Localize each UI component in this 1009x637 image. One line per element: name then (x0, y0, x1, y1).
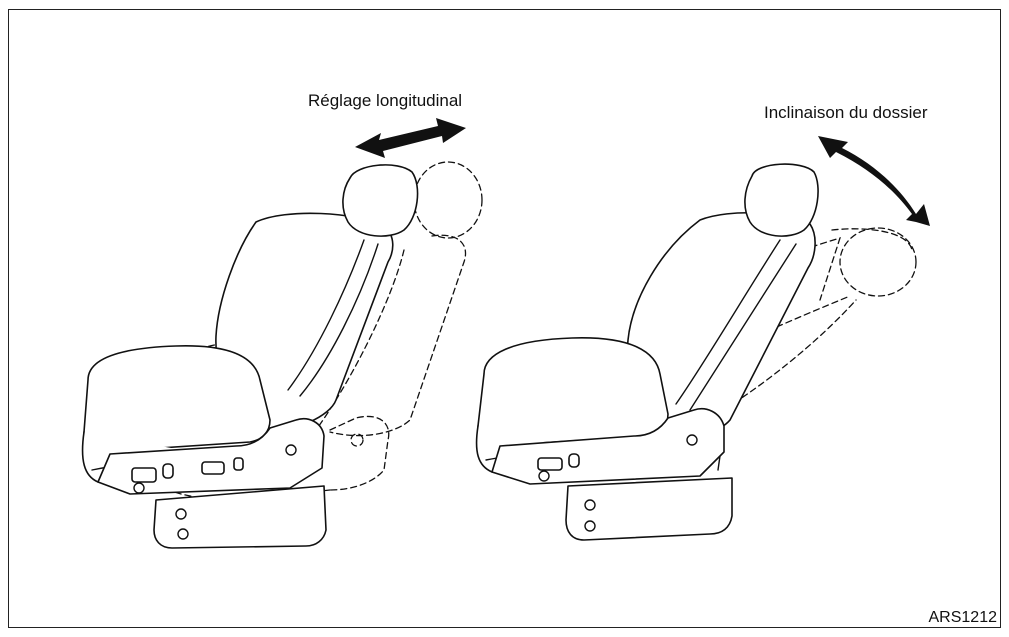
seat-slide-illustration (81, 164, 419, 549)
double-arrow-horizontal-icon (355, 118, 466, 158)
curved-double-arrow-icon (818, 136, 930, 226)
label-longitudinal: Réglage longitudinal (308, 91, 463, 110)
seat-recline-illustration (475, 163, 819, 541)
figure-id: ARS1212 (928, 609, 998, 626)
label-recline: Inclinaison du dossier (764, 103, 928, 122)
